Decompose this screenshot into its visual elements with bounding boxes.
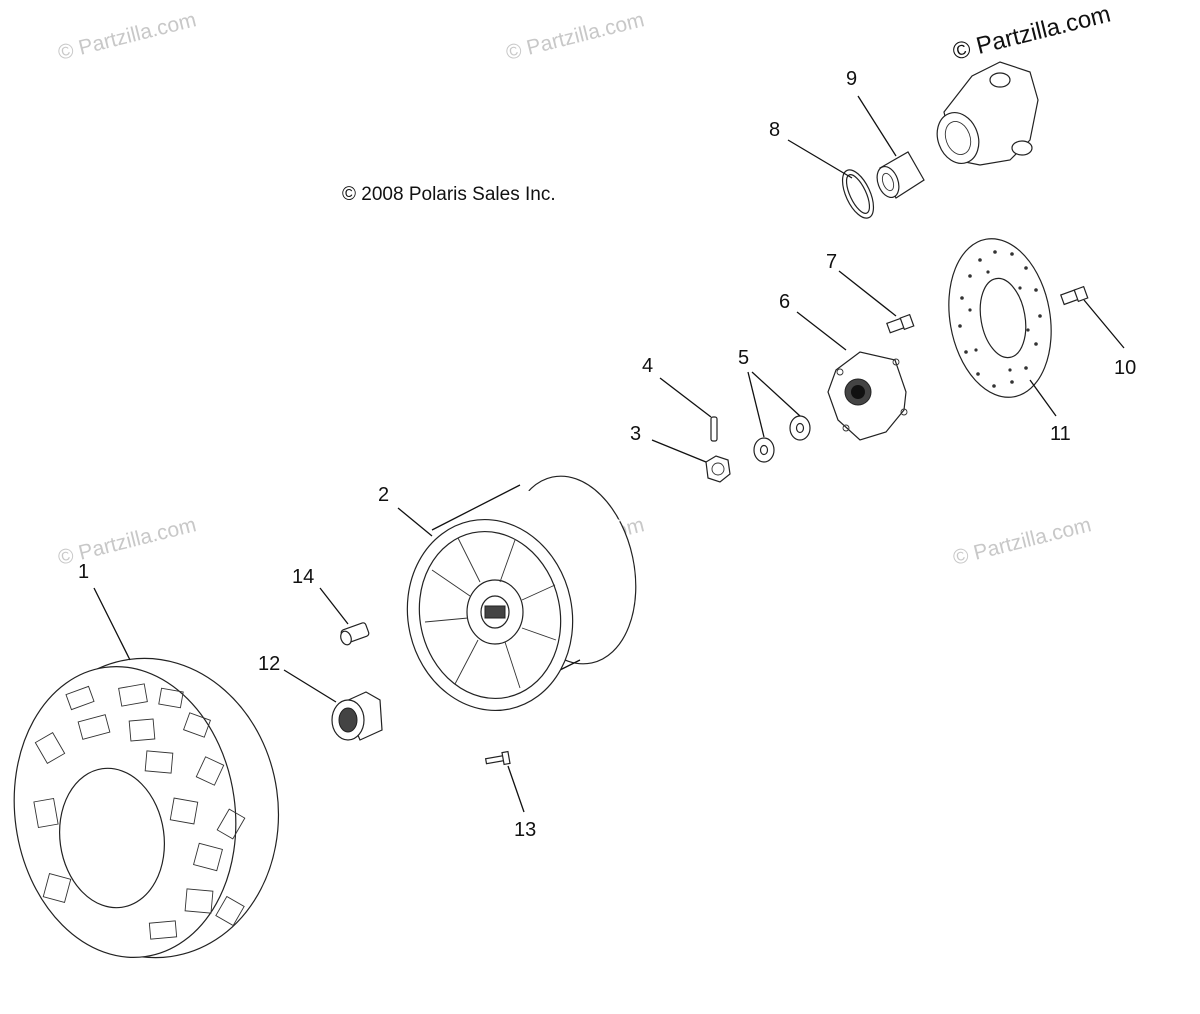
- callout-7: 7: [826, 251, 837, 273]
- snap-ring: [841, 169, 875, 219]
- castle-nut: [705, 455, 731, 483]
- bearing: [876, 151, 925, 199]
- hub-bolt: [886, 313, 915, 334]
- callout-1: 1: [78, 561, 89, 583]
- washers: [753, 415, 811, 463]
- callout-labels: 1 2 3 4 5 6 7 8 9 10 11 12 13 14: [78, 68, 1136, 841]
- callout-6: 6: [779, 291, 790, 313]
- callout-12: 12: [258, 653, 280, 675]
- disc-bolt: [1060, 285, 1089, 306]
- wheel-hub: [827, 351, 908, 441]
- watermark-top-center: © Partzilla.com: [504, 8, 647, 65]
- callout-10: 10: [1114, 357, 1136, 379]
- watermark-top-right: © Partzilla.com: [950, 1, 1113, 66]
- copyright-notice: © 2008 Polaris Sales Inc.: [342, 184, 556, 205]
- watermark-mid-right: © Partzilla.com: [951, 513, 1094, 570]
- callout-4: 4: [642, 355, 653, 377]
- knuckle-housing: [936, 61, 1039, 166]
- valve-stem: [484, 750, 511, 766]
- callout-9: 9: [846, 68, 857, 90]
- callout-2: 2: [378, 484, 389, 506]
- callout-14: 14: [292, 566, 314, 588]
- callout-8: 8: [769, 119, 780, 141]
- callout-11: 11: [1050, 423, 1071, 445]
- callout-5: 5: [738, 347, 749, 369]
- callout-13: 13: [514, 819, 536, 841]
- brake-disc: [948, 238, 1052, 398]
- hub-cap: [331, 691, 383, 741]
- callout-3: 3: [630, 423, 641, 445]
- watermark-top-left: © Partzilla.com: [56, 8, 199, 65]
- tire: [13, 657, 280, 959]
- leader-lines: [93, 95, 1125, 813]
- wheel-stud: [340, 622, 370, 646]
- wheel-rim: [406, 475, 637, 712]
- cotter-pin: [710, 416, 718, 442]
